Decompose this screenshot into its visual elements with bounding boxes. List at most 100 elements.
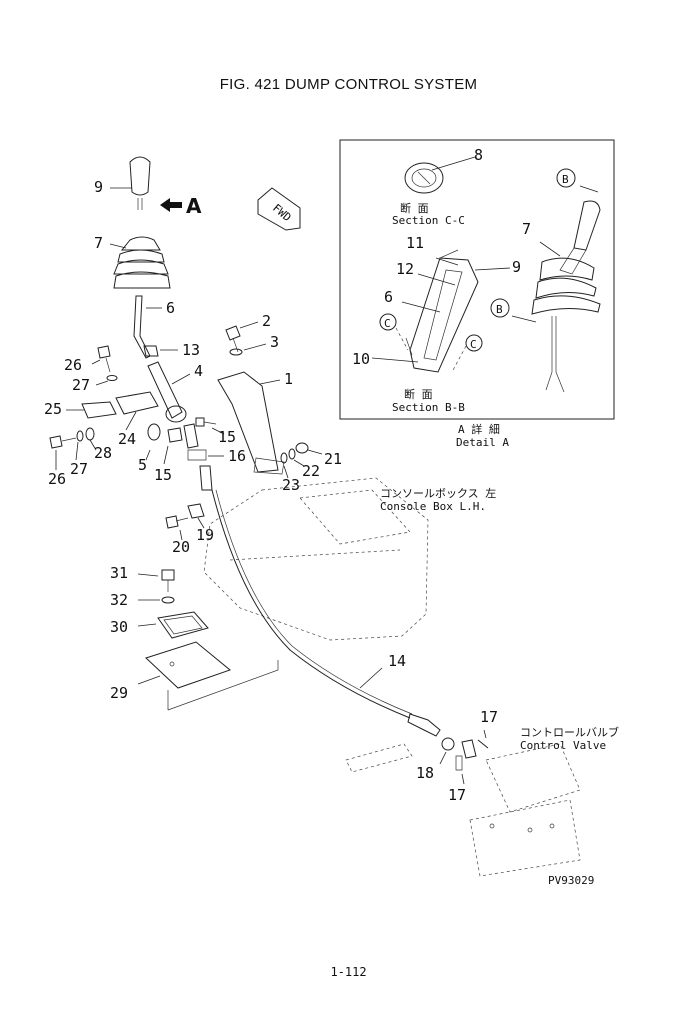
view-arrow-a — [160, 198, 182, 212]
part-label-7: 7 — [94, 234, 103, 252]
washer-part-27-upper — [95, 375, 118, 386]
page-number: 1-112 — [330, 965, 367, 979]
part-label-19: 19 — [196, 526, 214, 544]
part-label-17-upper: 17 — [480, 708, 498, 726]
callout-b-top-label: B — [562, 173, 569, 186]
part-label-15-right: 15 — [218, 428, 236, 446]
pin-part-17-lower — [455, 739, 477, 785]
section-bb-lever — [371, 249, 511, 373]
nut-part-13 — [143, 345, 178, 357]
part-label-8: 8 — [474, 146, 483, 164]
washer-part-22 — [288, 448, 296, 460]
part-label-4: 4 — [194, 362, 203, 380]
seal-part-30 — [137, 611, 209, 639]
washer-part-3 — [229, 343, 267, 356]
part-label-28: 28 — [94, 444, 112, 462]
plate-part-25 — [66, 401, 117, 419]
part-label-22: 22 — [302, 462, 320, 480]
part-label-16: 16 — [228, 447, 246, 465]
pin-part-17-upper — [477, 729, 489, 749]
part-label-30: 30 — [110, 618, 128, 636]
boot-part — [109, 236, 171, 289]
part-label-23: 23 — [282, 476, 300, 494]
bolt-part-20 — [165, 515, 189, 541]
part-label-14: 14 — [388, 652, 406, 670]
part-label-27-upper: 27 — [72, 376, 90, 394]
part-label-1: 1 — [284, 370, 293, 388]
bolt-part-31 — [137, 569, 175, 592]
section-bb-label: Section B-B — [392, 401, 465, 414]
section-bb-jp: 断 面 — [404, 387, 433, 401]
console-box-label: Console Box L.H. — [380, 500, 486, 513]
callout-c-right-label: C — [470, 338, 477, 351]
plate-part-29 — [137, 641, 232, 689]
part-label-9-detail: 9 — [512, 258, 521, 276]
callout-b-bottom — [490, 298, 510, 318]
control-valve-jp: コントロールバルブ — [520, 725, 619, 739]
washer-part-27-lower — [76, 430, 84, 442]
section-cc-knob — [404, 156, 476, 194]
part-label-7-detail: 7 — [522, 220, 531, 238]
part-label-9: 9 — [94, 178, 103, 196]
fwd-direction-sign — [257, 187, 301, 231]
console-box-jp: コンソールボックス 左 — [380, 487, 496, 500]
bolt-part-26-upper — [91, 345, 111, 373]
control-valve — [345, 743, 581, 877]
part-label-31: 31 — [110, 564, 128, 582]
part-label-10: 10 — [352, 350, 370, 368]
part-label-6-detail: 6 — [384, 288, 393, 306]
clip-part-5 — [145, 423, 161, 461]
cable-part-14 — [211, 489, 441, 737]
nut-part-18 — [439, 737, 455, 765]
pin-part-15 — [163, 417, 225, 465]
bolt-part-2 — [225, 321, 259, 353]
cable-end-upper — [199, 465, 213, 491]
part-label-12: 12 — [396, 260, 414, 278]
washer-part-28 — [85, 427, 95, 441]
bolt-part-26-lower — [49, 435, 77, 470]
knob-part — [110, 156, 151, 210]
part-label-25: 25 — [44, 400, 62, 418]
detail-lever-assembly — [511, 185, 601, 393]
part-label-13: 13 — [182, 341, 200, 359]
drawing-code: PV93029 — [548, 874, 594, 887]
plate-part-24 — [115, 391, 159, 431]
section-cc-label: Section C-C — [392, 214, 465, 227]
figure-title: FIG. 421 DUMP CONTROL SYSTEM — [219, 76, 478, 93]
rod-part — [133, 295, 162, 359]
callout-b-top — [556, 168, 576, 188]
detail-a-box: 8 断 面 Section C-C 11 12 6 10 9 C C 断 面 S… — [339, 139, 615, 420]
part-label-29: 29 — [110, 684, 128, 702]
callout-b-bottom-label: B — [496, 303, 503, 316]
part-label-3: 3 — [270, 333, 279, 351]
part-label-21: 21 — [324, 450, 342, 468]
callout-c-left-label: C — [384, 317, 391, 330]
part-label-26-upper: 26 — [64, 356, 82, 374]
view-arrow-label: A — [186, 194, 202, 218]
fwd-label: FWD — [270, 201, 294, 224]
section-cc-jp: 断 面 — [400, 201, 429, 215]
detail-a-jp: A 詳 細 — [458, 422, 500, 436]
nut-part-21 — [295, 442, 323, 455]
callout-c-right — [465, 334, 483, 352]
console-box — [203, 477, 429, 641]
washer-part-23 — [280, 452, 288, 464]
part-label-26-lower: 26 — [48, 470, 66, 488]
clamp-part-19 — [187, 503, 205, 529]
control-valve-label: Control Valve — [520, 739, 606, 752]
part-label-27-lower: 27 — [70, 460, 88, 478]
part-label-24: 24 — [118, 430, 136, 448]
part-label-18: 18 — [416, 764, 434, 782]
callout-c-left — [379, 313, 397, 331]
part-label-20: 20 — [172, 538, 190, 556]
part-label-11: 11 — [406, 234, 424, 252]
detail-a-label: Detail A — [456, 436, 509, 449]
reference-line — [167, 660, 279, 711]
part-label-5: 5 — [138, 456, 147, 474]
bracket-part-1 — [217, 371, 285, 475]
part-label-2: 2 — [262, 312, 271, 330]
part-label-6: 6 — [166, 299, 175, 317]
part-label-15-lower: 15 — [154, 466, 172, 484]
washer-part-32 — [138, 596, 175, 604]
